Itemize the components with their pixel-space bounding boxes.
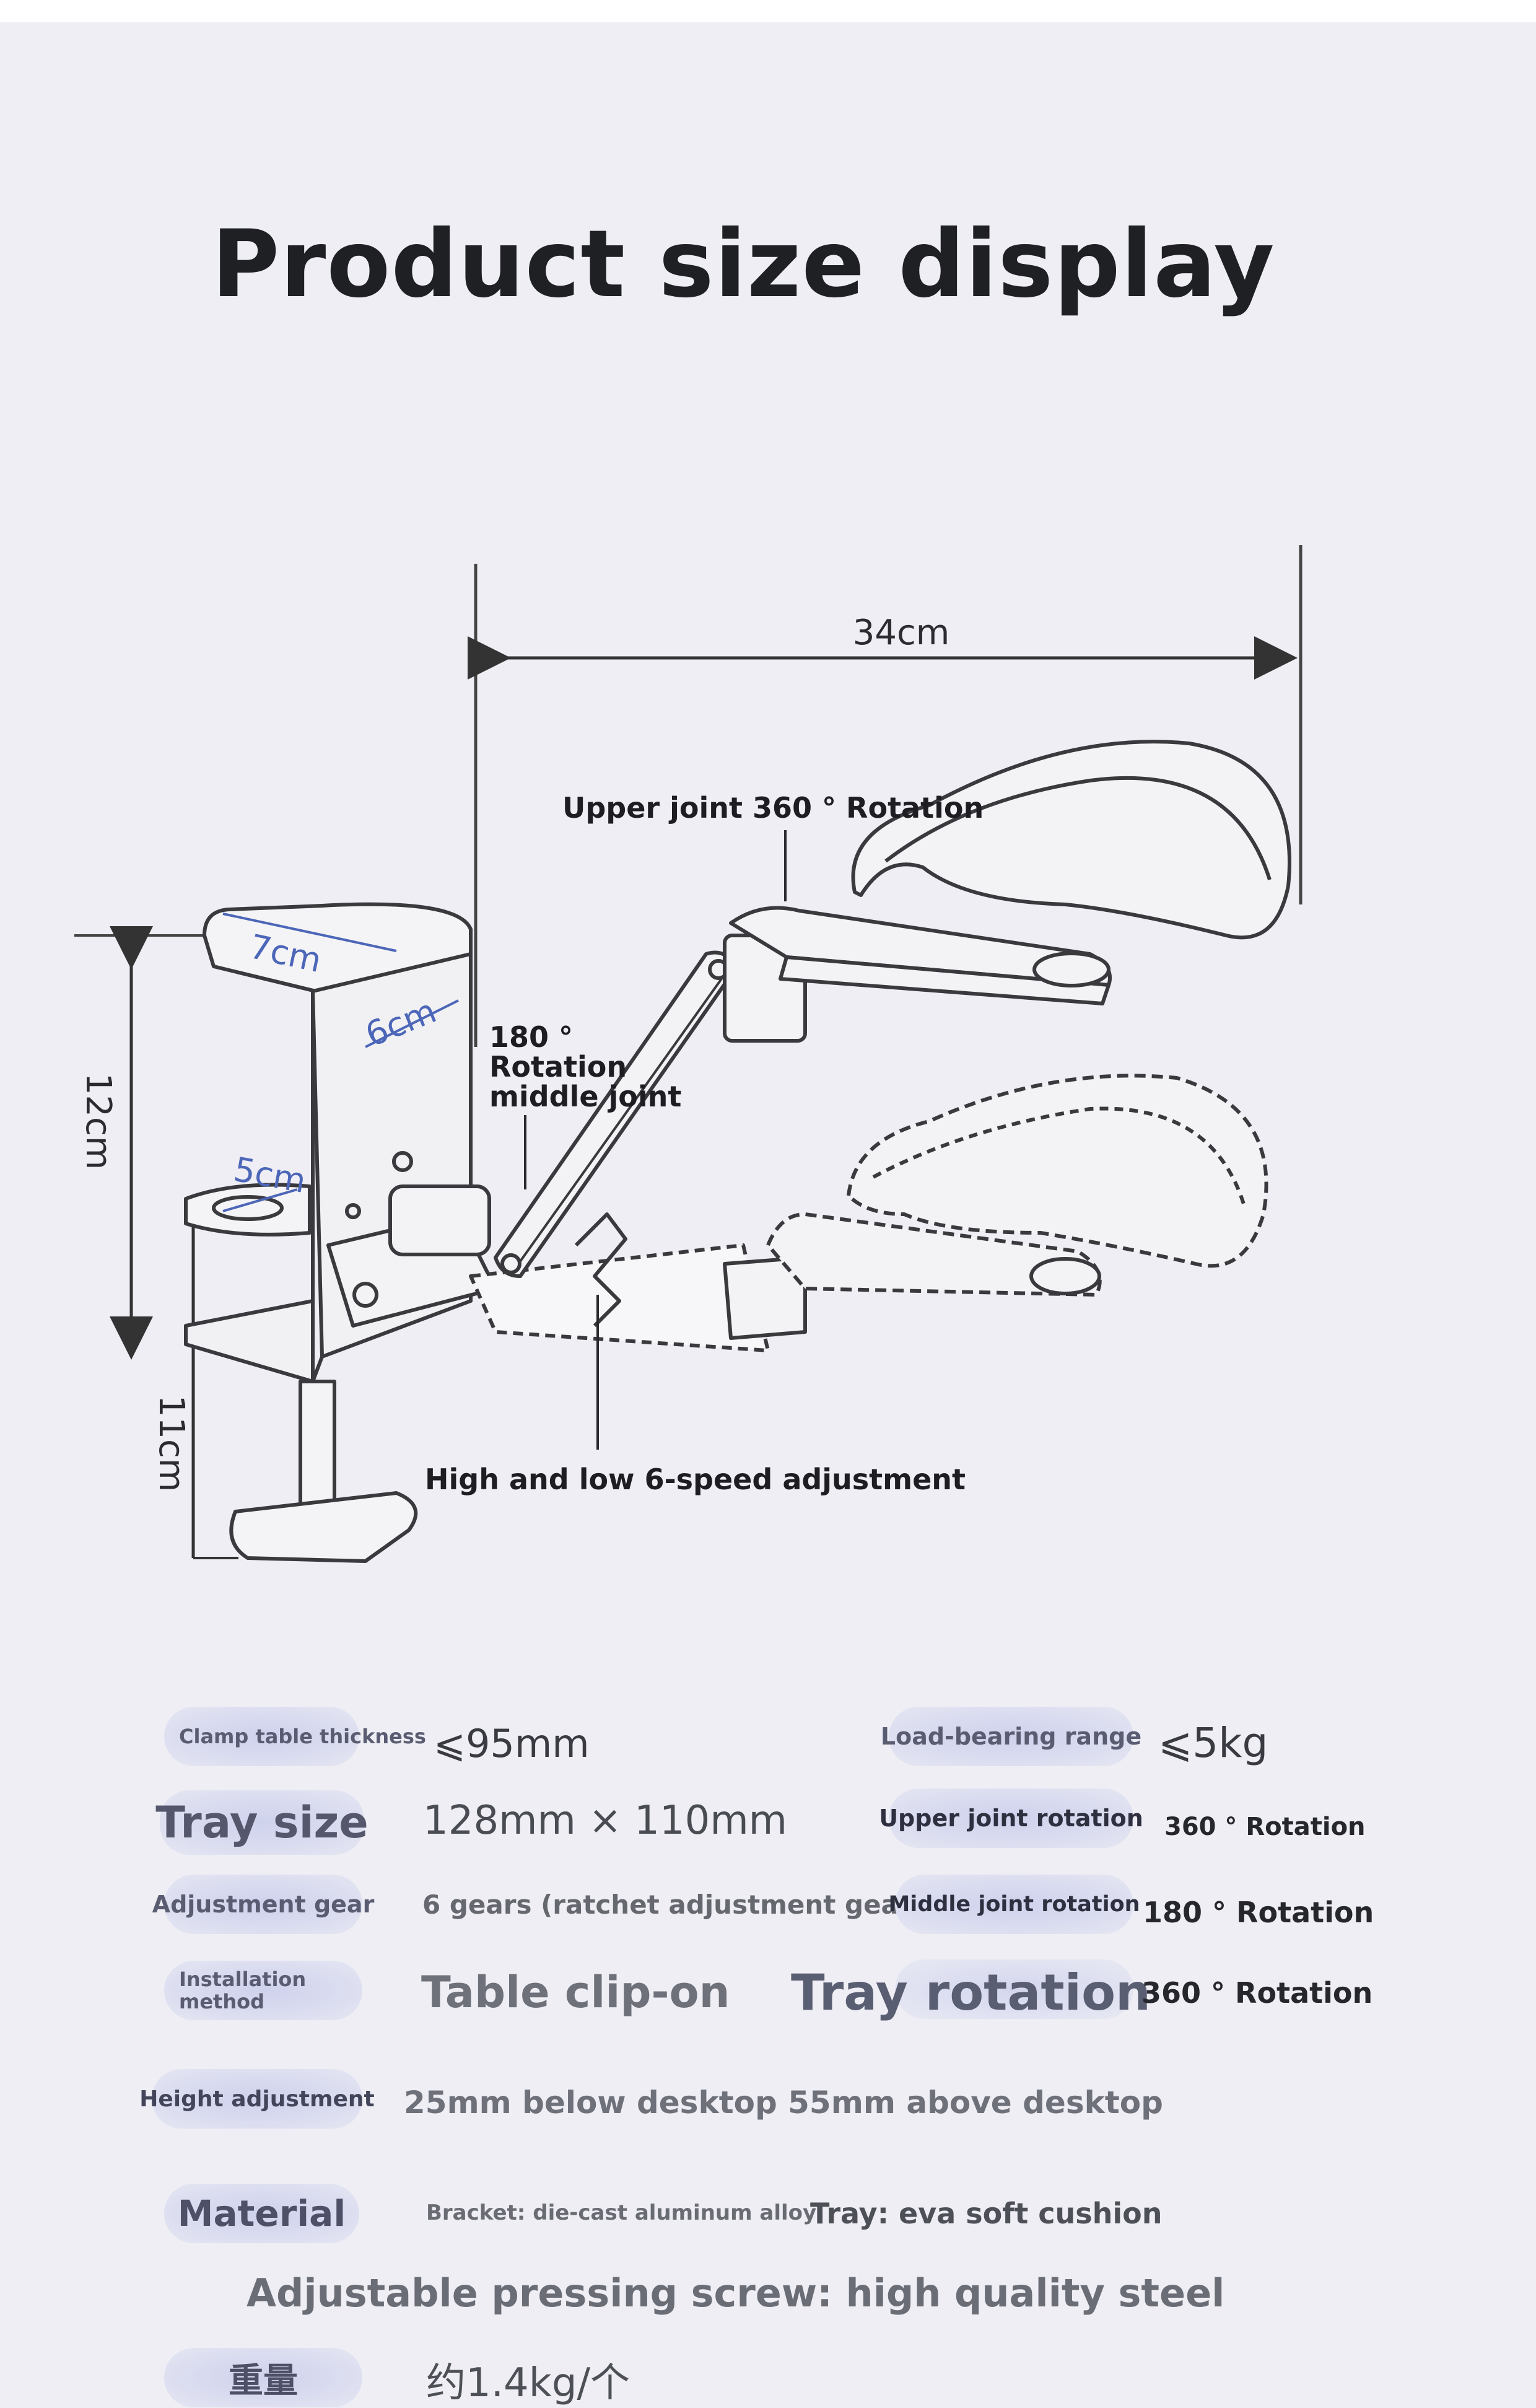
spec-value-clamp: ⩽95mm [434,1721,590,1766]
height-label: 12cm [78,1073,118,1170]
spec-value-gear: 6 gears (ratchet adjustment gear) [422,1889,923,1920]
spec-label-upper-joint: Upper joint rotation [879,1788,1143,1848]
arm-mechanism [326,740,1291,1352]
width-label: 34cm [853,613,950,653]
spec-value-upper-joint: 360 ° Rotation [1164,1813,1366,1841]
callout-speed-adjustment: High and low 6-speed adjustment [425,1463,966,1496]
spec-value-installation: Table clip-on [421,1967,730,2018]
spec-value-tray-rotation: 360 ° Rotation [1141,1976,1373,2010]
spec-label-installation-text: Installation method [179,1968,307,2013]
callout-middle-line3: middle joint [489,1080,681,1113]
spec-label-tray-size: Tray size [155,1790,369,1855]
callout-upper-joint: Upper joint 360 ° Rotation [562,791,984,825]
spec-label-installation: Installation method [164,1961,362,2020]
spec-label-gear: Adjustment gear [152,1875,374,1934]
spec-label-weight: 重量 [164,2348,362,2407]
spec-value-tray-size: 128mm × 110mm [423,1798,787,1844]
width-dimension: 34cm [468,545,1303,1047]
spec-value-load: ⩽5kg [1158,1719,1268,1767]
armrest-dimension-diagram: 34cm 12cm 11cm [74,545,1303,1563]
height-dimension: 12cm [74,926,204,1360]
spec-label-material: Material [164,2184,359,2243]
page-title: Product size display [211,211,1275,318]
callout-lines [524,830,787,1450]
tray-rotation-pill [895,1959,1133,2019]
spec-label-clamp: Clamp table thickness [164,1707,426,1766]
post-label: 11cm [151,1395,191,1492]
spec-screw-line: Adjustable pressing screw: high quality … [247,2270,1225,2316]
spec-label-tray-rotation: Tray rotation [791,1964,1151,2021]
spec-label-middle-joint: Middle joint rotation [888,1875,1140,1934]
callout-middle-line2: Rotation [489,1050,627,1084]
spec-value-weight: 约1.4kg/个 [426,2360,631,2406]
spec-value-height: 25mm below desktop 55mm above desktop [404,2085,1163,2121]
spec-label-height: Height adjustment [139,2069,375,2129]
spec-value-material-bracket: Bracket: die-cast aluminum alloy [426,2200,817,2225]
spec-value-material-tray: Tray: eva soft cushion [810,2197,1163,2230]
spec-value-middle-joint: 180 ° Rotation [1143,1896,1374,1929]
callout-middle-line1: 180 ° [489,1020,573,1054]
top-band [0,0,1536,22]
spec-label-load: Load-bearing range [881,1707,1141,1766]
post-dimension: 11cm [151,1211,238,1559]
